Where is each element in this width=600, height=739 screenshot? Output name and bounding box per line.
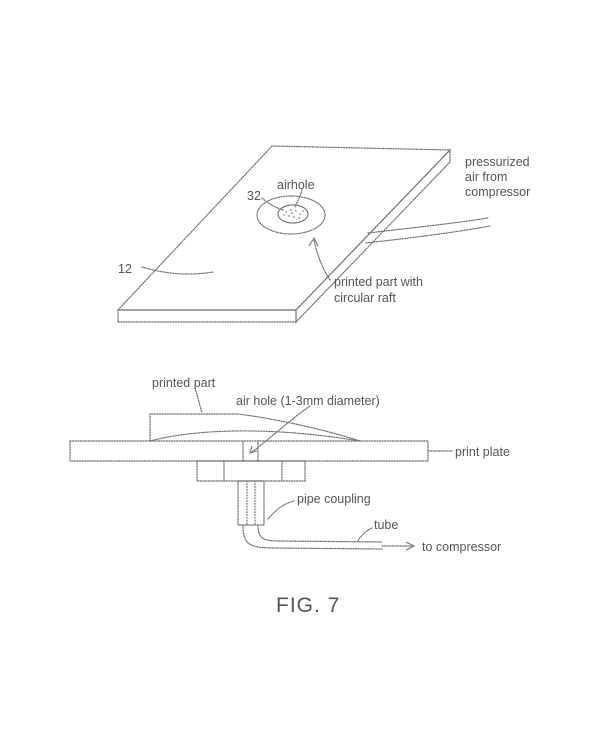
printed-part-label: printed part <box>152 376 216 390</box>
leader-12 <box>141 266 214 275</box>
air-tube <box>367 217 489 234</box>
tube-inner <box>257 524 383 543</box>
air-hole-label: air hole (1-3mm diameter) <box>236 394 380 408</box>
flow-arrowhead <box>405 541 416 551</box>
tube-label: tube <box>374 518 398 532</box>
leader-airhole <box>294 189 303 208</box>
part-label-line-1: printed part with <box>334 275 423 289</box>
ref-label-12: 12 <box>118 262 132 276</box>
leader-printed-part <box>194 387 203 414</box>
leader-air-hole-arrowhead <box>249 445 258 454</box>
leader-32 <box>261 197 284 211</box>
air-label-line-1: pressurized <box>465 155 530 169</box>
printed-part-block <box>149 413 361 442</box>
leader-pipe-coupling <box>267 500 295 520</box>
side-view-drawing <box>69 387 453 551</box>
air-label-line-2: air from <box>465 170 507 184</box>
coupling-nut <box>196 460 306 482</box>
to-compressor-label: to compressor <box>422 540 501 554</box>
airhole-marker <box>277 204 309 224</box>
print-plate-label: print plate <box>455 445 510 459</box>
plate-side-face <box>295 148 451 324</box>
pipe-coupling-label: pipe coupling <box>297 492 371 506</box>
ref-label-32: 32 <box>247 189 261 203</box>
leader-tube <box>357 527 373 542</box>
airhole-label: airhole <box>277 178 315 192</box>
circular-raft <box>256 195 326 235</box>
printed-part-underside <box>149 430 361 442</box>
top-view-drawing <box>116 145 491 324</box>
air-tube-lower <box>365 225 491 244</box>
airhole-stipple <box>283 209 304 219</box>
pipe-coupling-stem <box>237 480 265 526</box>
figure-caption: FIG. 7 <box>276 594 340 617</box>
air-label-line-3: compressor <box>465 185 530 199</box>
leader-printed-part <box>313 239 331 281</box>
tube-outer <box>242 524 383 550</box>
leader-air-hole <box>251 405 311 453</box>
leader-arrowhead <box>308 236 319 247</box>
plate-front-face <box>117 309 297 323</box>
part-label-line-2: circular raft <box>334 291 396 305</box>
print-plate <box>69 440 429 462</box>
